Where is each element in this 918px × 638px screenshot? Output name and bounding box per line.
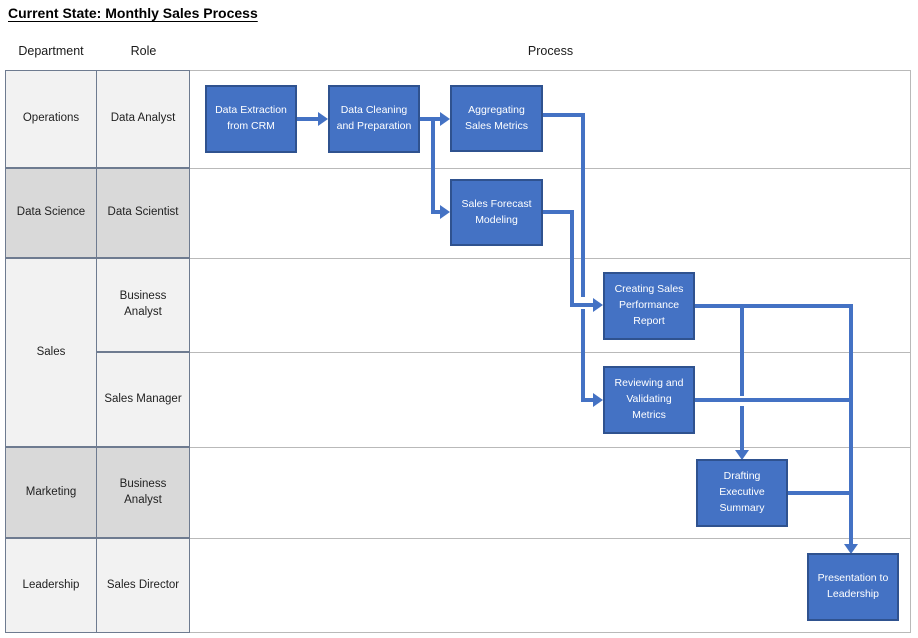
lane-divider [190,70,911,71]
connector-extraction-to-cleaning [297,117,318,121]
node-data-cleaning-and-preparation[interactable]: Data Cleaning and Preparation [328,85,420,153]
dept-cell-marketing: Marketing [5,447,97,538]
node-drafting-executive-summary[interactable]: Drafting Executive Summary [696,459,788,527]
dept-cell-data-science: Data Science [5,168,97,258]
lane-divider [190,258,911,259]
arrowhead-into-cleaning [318,112,328,126]
arrowhead-into-creating-report [593,298,603,312]
dept-cell-sales: Sales [5,258,97,447]
dept-cell-operations: Operations [5,70,97,168]
lane-divider [190,352,911,353]
dept-label: Leadership [22,578,80,591]
node-label: Data Cleaning and Preparation [336,104,412,132]
node-label: Creating Sales Performance Report [614,283,684,327]
connector-cleaning-to-forecast-horizontal [431,210,440,214]
node-creating-sales-performance-report[interactable]: Creating Sales Performance Report [603,272,695,340]
connector-aggregating-to-reviewing-horizontal [581,398,593,402]
role-label: Data Analyst [110,112,176,125]
arrowhead-into-reviewing [593,393,603,407]
column-header-department: Department [18,44,84,58]
connector-aggregating-exit [543,113,585,117]
column-header-role: Role [130,44,157,58]
lane-divider [190,632,911,633]
node-label: Reviewing and Validating Metrics [614,377,684,421]
node-reviewing-and-validating-metrics[interactable]: Reviewing and Validating Metrics [603,366,695,434]
dept-label: Marketing [25,485,77,498]
page-title: Current State: Monthly Sales Process [8,5,258,21]
table-right-border [910,70,911,633]
lane-divider [190,447,911,448]
dept-label: Operations [22,112,80,125]
role-cell-data-scientist: Data Scientist [96,168,190,258]
role-cell-business-analyst-2: Business Analyst [96,447,190,538]
connector-drafting-exit [788,491,853,495]
role-label: Data Scientist [107,206,179,219]
role-label: Business Analyst [119,290,167,318]
node-sales-forecast-modeling[interactable]: Sales Forecast Modeling [450,179,543,246]
connector-creating-to-drafting-vertical-b [740,406,744,450]
connector-cleaning-to-forecast-vertical [431,117,435,214]
connector-aggregating-to-reviewing-vertical-b [581,309,585,402]
arrowhead-into-aggregating [440,112,450,126]
connector-forecast-to-creating-horizontal [570,303,593,307]
node-label: Aggregating Sales Metrics [464,103,528,132]
role-cell-business-analyst: Business Analyst [96,258,190,352]
column-header-process: Process [527,44,574,58]
connector-forecast-to-creating-vertical [570,210,574,307]
connector-cleaning-to-aggregating [420,117,440,121]
node-label: Drafting Executive Summary [719,470,765,514]
node-label: Sales Forecast Modeling [461,197,532,226]
role-cell-data-analyst: Data Analyst [96,70,190,168]
role-label: Sales Manager [104,392,182,405]
connector-aggregating-to-reviewing-vertical-a [581,113,585,297]
dept-label: Sales [36,345,66,358]
role-label: Sales Director [106,578,180,591]
role-cell-sales-manager: Sales Manager [96,352,190,447]
node-label: Presentation to Leadership [817,572,889,600]
node-label: Data Extraction from CRM [215,104,287,132]
role-label: Business Analyst [119,477,167,506]
arrowhead-into-presentation [844,544,858,554]
connector-creating-exit [695,304,853,308]
lane-divider [190,168,911,169]
node-aggregating-sales-metrics[interactable]: Aggregating Sales Metrics [450,85,543,152]
connector-forecast-exit [543,210,574,214]
arrowhead-into-drafting [735,450,749,460]
node-data-extraction-from-crm[interactable]: Data Extraction from CRM [205,85,297,153]
connector-reviewing-exit [695,398,853,402]
lane-divider [190,538,911,539]
dept-label: Data Science [16,206,86,219]
role-cell-sales-director: Sales Director [96,538,190,633]
node-presentation-to-leadership[interactable]: Presentation to Leadership [807,553,899,621]
dept-cell-leadership: Leadership [5,538,97,633]
connector-rail-to-presentation-vertical [849,304,853,544]
arrowhead-into-forecast [440,205,450,219]
connector-creating-to-drafting-vertical-a [740,304,744,396]
